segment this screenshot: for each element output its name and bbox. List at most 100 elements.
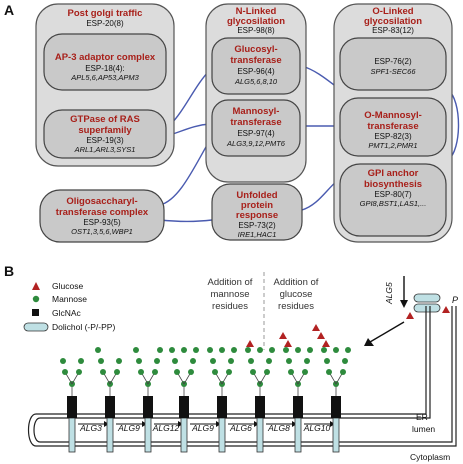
mannose-circle-icon [181, 347, 187, 353]
box-gtpase-genes: ARL1,ARL3,SYS1 [74, 145, 136, 154]
mannose-circle-icon [133, 347, 139, 353]
alg5-step: ALG5 P [364, 276, 458, 346]
box-ost-group: Oligosaccharyl- transferase complex ESP-… [39, 189, 165, 243]
box-omannosyl [339, 97, 447, 157]
mannose-circle-icon [219, 347, 225, 353]
glcnac-core-icon [143, 396, 153, 418]
mannose-circle-icon [340, 369, 346, 375]
glucose-triangle-icon [317, 332, 325, 339]
box-mannosyl-esp: ESP-97(4) [237, 129, 275, 138]
box-gpi-title-line1: GPI anchor [368, 168, 419, 179]
box-ost [39, 189, 165, 243]
alg5-arrowhead-icon [400, 300, 408, 308]
mannose-circle-icon [333, 347, 339, 353]
box-upr-title-line1: Unfolded [236, 190, 277, 201]
glcnac-core-icon [217, 396, 227, 418]
glucose-transfer-icon [406, 312, 414, 319]
glcnac-core-icon [293, 396, 303, 418]
glucose-on-dolp-icon [442, 306, 450, 313]
column-n-linked-title-line1: N-Linked [236, 6, 277, 17]
mannose-circle-icon [207, 347, 213, 353]
step-arrowhead-icon [178, 421, 183, 427]
mannose-circle-icon [250, 369, 256, 375]
dolichol-anchor-icon [256, 417, 264, 453]
mannose-circle-icon [321, 347, 327, 353]
panel-b-letter: B [4, 263, 14, 279]
glcnac-core-icon [331, 396, 341, 418]
mannose-circle-icon [100, 369, 106, 375]
glucose-triangle-icon [312, 324, 320, 331]
membrane-inner-line [33, 306, 431, 443]
column-n-linked-title-line2: glycosilation [227, 16, 285, 27]
mannose-circle-icon [286, 358, 292, 364]
er-membrane: ER lumen Cytoplasm [27, 306, 457, 462]
column-o-linked-esp: ESP-83(12) [372, 26, 414, 35]
box-spf1 [339, 37, 447, 91]
box-gtpase-title-line2: superfamily [78, 125, 132, 136]
mannose-circle-icon [172, 358, 178, 364]
glucose-triangle-icon [279, 332, 287, 339]
box-gtpase-title-line1: GTPase of RAS [70, 114, 140, 125]
mannose-circle-icon [114, 369, 120, 375]
mannose-circle-icon [190, 358, 196, 364]
step-arrowhead-icon [216, 421, 221, 427]
mannose-circle-icon [193, 347, 199, 353]
box-mannosyl-title-line1: Mannosyl- [233, 106, 280, 117]
alg-step-label: ALG3 [79, 423, 102, 433]
link-gtpase-glucosyl [169, 69, 211, 126]
glcnac-square-icon [32, 309, 39, 316]
dolichol-lipid-icon [23, 322, 49, 332]
box-ap3-adaptor [43, 33, 167, 91]
dolichol-anchor-icon [68, 417, 76, 453]
column-o-linked-title-line2: glycosilation [364, 16, 422, 27]
glcnac-core-icon [67, 396, 77, 418]
mannose-circle-icon [138, 369, 144, 375]
column-post-golgi-esp: ESP-20(8) [86, 19, 124, 28]
mannose-circle-icon [304, 358, 310, 364]
membrane-bottom-line [36, 306, 457, 447]
mannose-circle-icon [136, 358, 142, 364]
legend-dolichol: Dolichol (-P/-PP) [52, 322, 115, 332]
box-upr-esp: ESP-73(2) [238, 221, 276, 230]
mannose-circle-icon [95, 347, 101, 353]
glcnac-core-icon [255, 396, 265, 418]
mannose-circle-icon [152, 369, 158, 375]
box-ost-title-line2: transferase complex [56, 207, 149, 218]
note-glucose-line2: glucose [280, 289, 313, 300]
box-spf1-genes: SPF1-SEC66 [370, 67, 416, 76]
alg-step-label: ALG9 [117, 423, 140, 433]
mannose-circle-icon [231, 347, 237, 353]
legend-mannose: Mannose [52, 294, 87, 304]
box-spf1-esp: ESP-76(2) [374, 57, 412, 66]
link-glucosyl-spf1 [301, 65, 339, 89]
link-gtpase-mannosyl [169, 123, 211, 136]
link-upr-gpi [301, 179, 339, 211]
dolichol-anchor-icon [106, 417, 114, 453]
column-o-linked-title-line1: O-Linked [372, 6, 413, 17]
box-ost-genes: OST1,3,5,6,WBP1 [71, 227, 133, 236]
dolichol-anchor-icon [218, 417, 226, 453]
mannose-circle-icon [210, 358, 216, 364]
column-o-linked: O-Linked glycosilation ESP-83(12) ESP-76… [333, 3, 453, 243]
box-ap3-title: AP-3 adaptor complex [55, 52, 156, 63]
dolichol-anchor-icon [180, 417, 188, 453]
box-ost-esp: ESP-93(5) [83, 218, 121, 227]
mannose-circle-icon [32, 295, 40, 303]
glucose-triangle-icon [32, 282, 40, 290]
note-mannose-line3: residues [212, 301, 248, 312]
mannose-circle-icon [188, 369, 194, 375]
box-upr-group: Unfolded protein response ESP-73(2) IRE1… [211, 183, 303, 241]
mannose-circle-icon [302, 369, 308, 375]
alg-step-label: ALG9 [191, 423, 214, 433]
box-ap3-genes: APL5,6,AP53,APM3 [70, 73, 139, 82]
mannose-circle-icon [307, 347, 313, 353]
mannose-circle-icon [266, 358, 272, 364]
box-ap3-esp: ESP-18(4): [85, 64, 125, 73]
panel-a-letter: A [4, 2, 14, 18]
lumen-label: lumen [412, 424, 435, 434]
mannose-circle-icon [257, 347, 263, 353]
column-post-golgi: Post golgi traffic ESP-20(8) AP-3 adapto… [35, 3, 175, 167]
dolichol-anchor-icon [294, 417, 302, 453]
mannose-circle-icon [283, 347, 289, 353]
